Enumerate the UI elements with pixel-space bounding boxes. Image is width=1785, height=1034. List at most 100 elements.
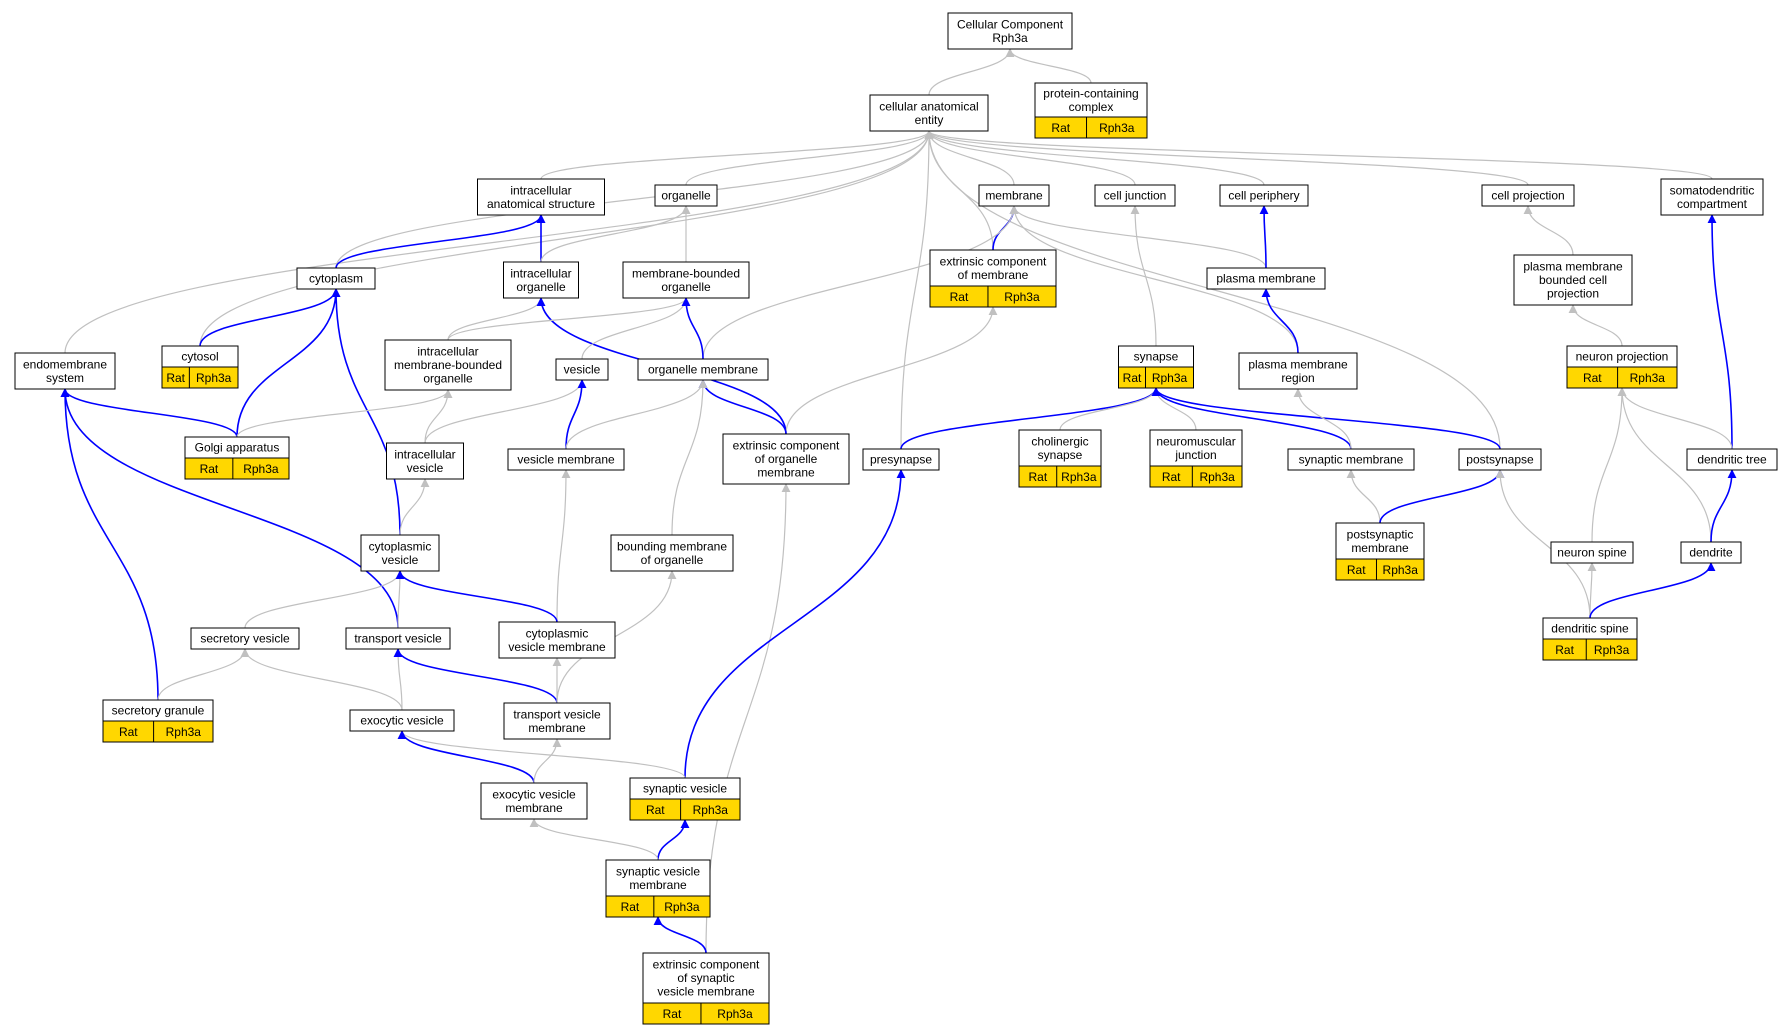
node-label: membrane (505, 801, 563, 815)
node-box (1550, 541, 1634, 564)
node-label: plasma membrane (1523, 260, 1623, 274)
node-synaptic-membrane[interactable]: synaptic membrane (1287, 448, 1415, 471)
node-vesicle[interactable]: vesicle (555, 358, 609, 381)
node-box (296, 267, 376, 290)
node-label: membrane (985, 189, 1043, 203)
edge-organelle-to-cae (685, 130, 934, 186)
node-label: bounded cell (1539, 273, 1607, 287)
node-box (507, 448, 625, 471)
node-box (1481, 184, 1575, 207)
edge-dendritic_tree-to-neuron_projection (1617, 387, 1733, 450)
node-dendritic-tree[interactable]: dendritic tree (1686, 448, 1778, 471)
gene-label: Rph3a (166, 725, 202, 739)
organism-label: Rat (1029, 470, 1048, 484)
node-box (498, 621, 616, 659)
annotation-band (1118, 366, 1194, 389)
node-label: membrane (528, 721, 586, 735)
gene-label: Rph3a (717, 1007, 753, 1021)
edge-pm_region-to-membrane (1009, 205, 1299, 354)
node-transport-vesicle[interactable]: transport vesicle (345, 627, 451, 650)
node-label: protein-containing (1043, 86, 1138, 100)
edge-secretory_granule-to-endomembrane (60, 388, 159, 701)
node-label: dendritic tree (1697, 453, 1767, 467)
node-presynapse[interactable]: presynapse (862, 448, 940, 471)
gene-label: Rph3a (1630, 371, 1666, 385)
node-box (190, 627, 300, 650)
node-label: organelle (661, 280, 711, 294)
node-plasma-membrane[interactable]: plasma membrane (1206, 267, 1326, 290)
node-label: postsynaptic (1347, 527, 1414, 541)
node-box (1238, 352, 1358, 390)
gene-label: Rph3a (1061, 470, 1097, 484)
organism-label: Rat (646, 803, 665, 817)
node-box (480, 782, 588, 820)
node-organelle[interactable]: organelle (654, 184, 718, 207)
node-label: neuron projection (1576, 350, 1669, 364)
node-label: synaptic vesicle (643, 782, 727, 796)
node-vesicle-membrane[interactable]: vesicle membrane (507, 448, 625, 471)
gene-label: Rph3a (196, 371, 232, 385)
node-label: of organelle (641, 553, 704, 567)
node-box (1335, 522, 1425, 560)
node-box (1686, 448, 1778, 471)
edge-postsynapse-to-cae (924, 130, 1501, 450)
node-label: complex (1069, 100, 1114, 114)
node-label: of organelle (755, 452, 818, 466)
node-postsynapse[interactable]: postsynapse (1458, 448, 1542, 471)
node-dendrite[interactable]: dendrite (1680, 541, 1742, 564)
node-organelle-membrane[interactable]: organelle membrane (637, 358, 769, 381)
node-label: vesicle (564, 363, 601, 377)
node-secretory-vesicle[interactable]: secretory vesicle (190, 627, 300, 650)
node-cell-junction[interactable]: cell junction (1094, 184, 1176, 207)
annotation-band (1542, 638, 1638, 661)
organism-label: Rat (621, 900, 640, 914)
organism-label: Rat (1051, 121, 1070, 135)
edge-cae-to-root (928, 48, 1015, 96)
node-neuron-spine[interactable]: neuron spine (1550, 541, 1634, 564)
annotation-band (1335, 558, 1425, 581)
node-cell-projection[interactable]: cell projection (1481, 184, 1575, 207)
node-box (869, 94, 989, 132)
node-exocytic-vesicle[interactable]: exocytic vesicle (349, 709, 455, 732)
edge-golgi-to-endomembrane (60, 388, 238, 438)
node-box (503, 702, 611, 740)
node-cytoplasm[interactable]: cytoplasm (296, 267, 376, 290)
edge-ias-to-cae (540, 130, 934, 180)
node-cell-periphery[interactable]: cell periphery (1219, 184, 1309, 207)
organism-label: Rat (1555, 643, 1574, 657)
node-membrane[interactable]: membrane (978, 184, 1050, 207)
gene-label: Rph3a (1004, 290, 1040, 304)
